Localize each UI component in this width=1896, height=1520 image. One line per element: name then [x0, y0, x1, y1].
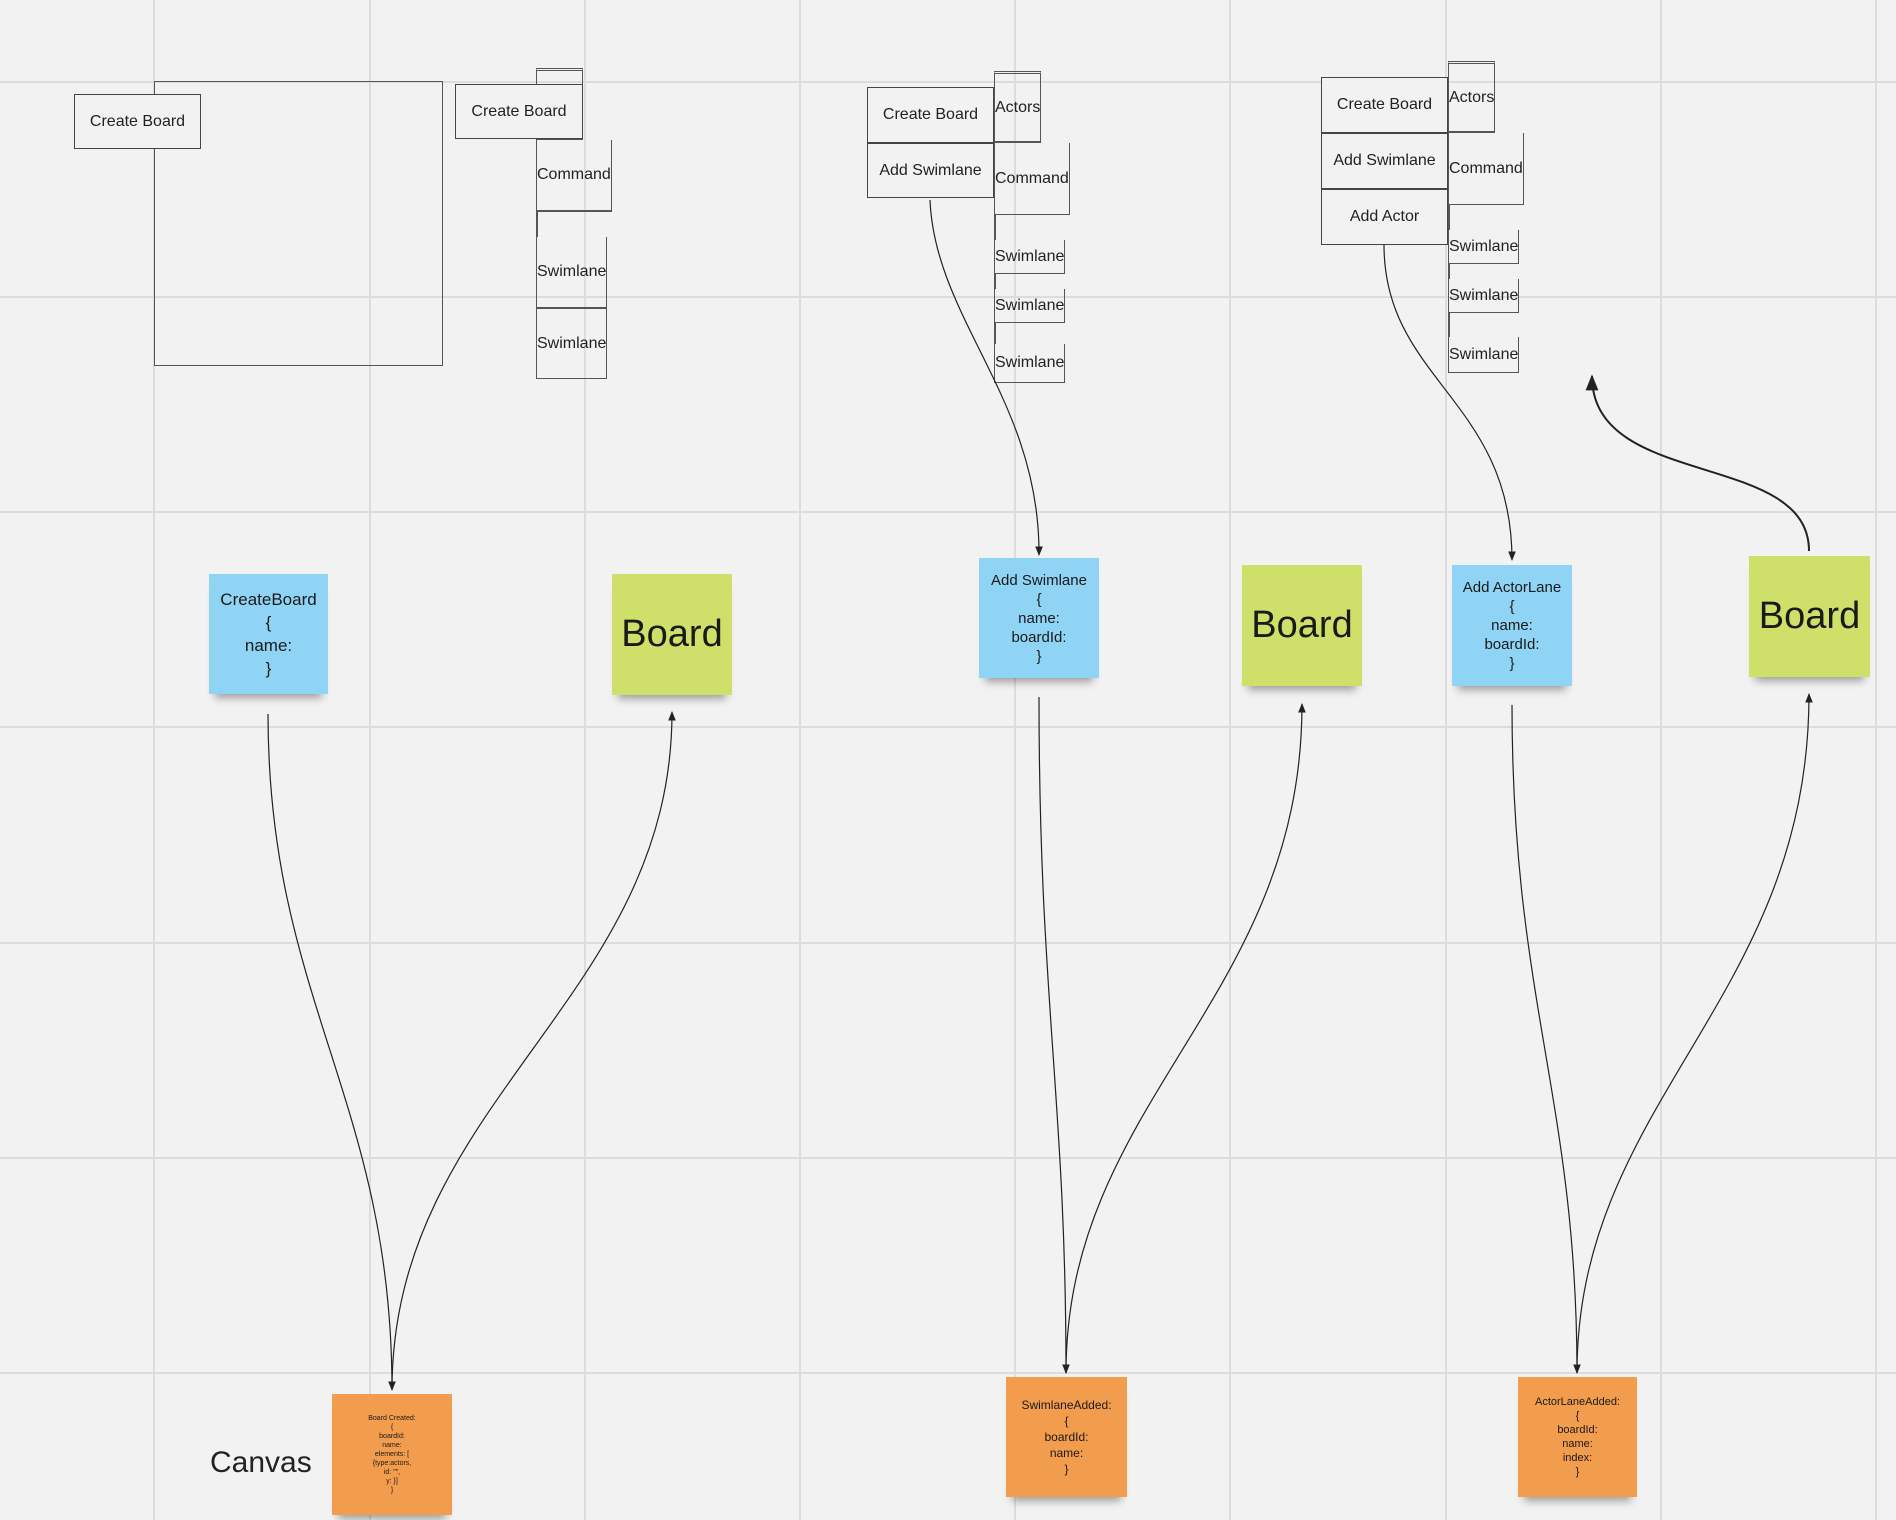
sticky-text-line: { [1064, 1414, 1069, 1428]
event-sticky-board-created[interactable]: Board Created: { boardId: name: elements… [332, 1394, 452, 1515]
sticky-title: Board [1758, 595, 1861, 637]
sticky-text-line: { [1575, 1410, 1580, 1422]
sticky-title: Board [621, 613, 723, 655]
event-sticky-actorlane-added[interactable]: ActorLaneAdded: { boardId: name: index: … [1518, 1377, 1637, 1497]
lane-command: Command [536, 140, 612, 212]
sticky-text-line: ActorLaneAdded: [1534, 1396, 1620, 1408]
lane-spacer [1448, 205, 1450, 230]
command-sticky-add-swimlane[interactable]: Add Swimlane { name: boardId: } [979, 558, 1099, 678]
create-board-button[interactable]: Create Board [867, 87, 994, 143]
canvas-label: Canvas [210, 1446, 312, 1479]
add-swimlane-button[interactable]: Add Swimlane [867, 143, 994, 198]
sticky-text-line: } [1509, 655, 1515, 672]
read-model-sticky-board[interactable]: Board [1242, 565, 1362, 686]
sticky-text-line: Add ActorLane [1462, 579, 1562, 596]
sticky-text-line: Board Created: [368, 1415, 416, 1422]
lane-spacer [1448, 313, 1450, 337]
sticky-text-line: } [1575, 1466, 1580, 1478]
lane-swimlane: Swimlane [536, 309, 608, 379]
sticky-title: Board [1251, 604, 1353, 646]
sticky-text-line: { [1036, 590, 1042, 608]
sticky-text-line: } [1064, 1462, 1069, 1476]
sticky-text-line: name: [1562, 1438, 1593, 1450]
sticky-text-line: elements: [ [374, 1451, 410, 1458]
sticky-text-line: y: }] [386, 1478, 398, 1485]
sticky-text-line: { [265, 613, 272, 632]
sticky-text-line: {type:actors, [372, 1460, 412, 1467]
sticky-text-line: boardId: [1484, 636, 1540, 653]
sticky-text-line: index: [1562, 1452, 1593, 1464]
command-sticky-create-board[interactable]: CreateBoard { name: } [209, 574, 328, 694]
sticky-text-line: name: [1049, 1446, 1084, 1460]
sticky-text-line: boardId: [379, 1433, 405, 1440]
lane-command: Command [994, 143, 1070, 215]
lane-swimlane: Swimlane [1448, 230, 1520, 264]
sticky-text-line: name: [1018, 609, 1060, 627]
sticky-text-line: boardId: [1044, 1430, 1089, 1444]
sticky-text-line: } [265, 659, 272, 678]
board-with-lanes-4: Actors Command Swimlane Swimlane Swimlan… [1448, 61, 1737, 373]
create-board-button[interactable]: Create Board [1321, 77, 1448, 133]
lane-command: Command [1448, 133, 1524, 205]
sticky-text-line: boardId: [1011, 628, 1067, 646]
lane-spacer [994, 274, 996, 289]
sticky-text-line: name: [382, 1442, 402, 1449]
lane-swimlane: Swimlane [994, 344, 1066, 383]
add-actor-button[interactable]: Add Actor [1321, 189, 1448, 245]
event-sticky-swimlane-added[interactable]: SwimlaneAdded: { boardId: name: } [1006, 1377, 1127, 1497]
sticky-text-line: boardId: [1557, 1424, 1598, 1436]
lane-swimlane: Swimlane [536, 237, 608, 309]
sticky-text-line: } [390, 1487, 394, 1494]
add-swimlane-button[interactable]: Add Swimlane [1321, 133, 1448, 189]
read-model-sticky-board[interactable]: Board [1749, 556, 1870, 677]
create-board-button[interactable]: Create Board [455, 84, 583, 139]
read-model-sticky-board[interactable]: Board [612, 574, 732, 695]
lane-spacer [994, 323, 996, 344]
lane-swimlane: Swimlane [994, 289, 1066, 323]
board-frame-empty [154, 81, 443, 366]
sticky-text-line: name: [1491, 617, 1533, 634]
sticky-text-line: Add Swimlane [991, 571, 1087, 589]
lane-spacer [1448, 264, 1450, 279]
create-board-button[interactable]: Create Board [74, 94, 201, 149]
lane-actors: Actors [994, 71, 1042, 143]
lane-spacer [994, 215, 996, 240]
sticky-text-line: name: [244, 636, 293, 655]
lane-swimlane: Swimlane [994, 240, 1066, 274]
sticky-text-line: id: "", [383, 1469, 401, 1476]
sticky-text-line: CreateBoard [220, 590, 317, 609]
sticky-text-line: } [1036, 647, 1042, 665]
sticky-text-line: { [390, 1424, 394, 1431]
board-with-lanes-3: Actors Command Swimlane Swimlane Swimlan… [994, 71, 1283, 383]
command-sticky-add-actorlane[interactable]: Add ActorLane { name: boardId: } [1452, 565, 1572, 686]
lane-spacer [536, 212, 538, 237]
lane-swimlane: Swimlane [1448, 279, 1520, 313]
lane-swimlane: Swimlane [1448, 337, 1520, 373]
sticky-text-line: { [1509, 598, 1515, 615]
sticky-text-line: SwimlaneAdded: [1021, 1398, 1112, 1412]
lane-actors: Actors [1448, 61, 1496, 133]
